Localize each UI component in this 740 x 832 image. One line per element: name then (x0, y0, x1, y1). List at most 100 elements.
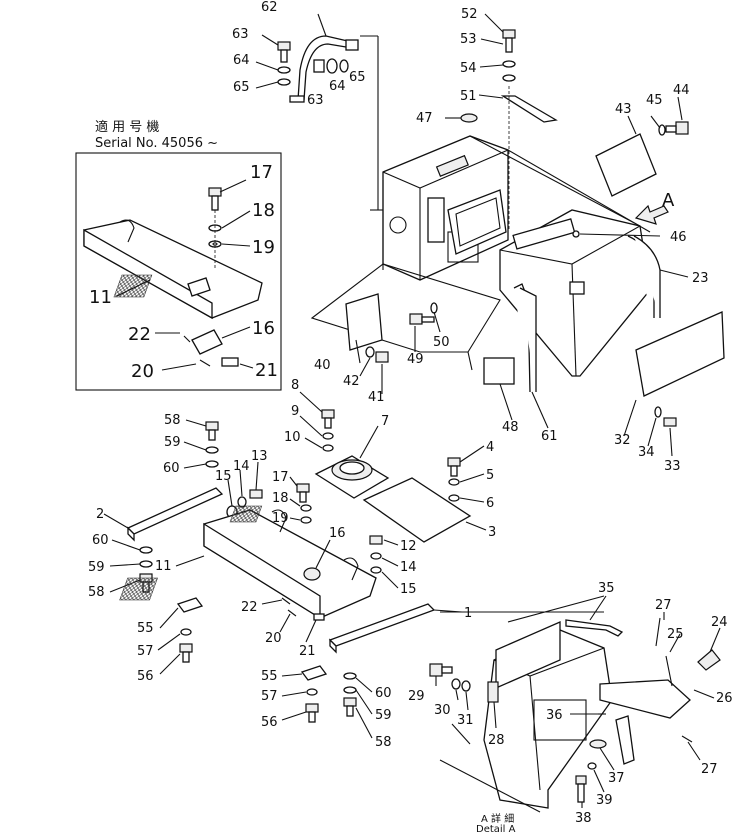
callout-7: 7 (381, 414, 389, 429)
callout-59-c: 59 (375, 708, 392, 723)
callout-63-b: 63 (307, 93, 324, 108)
callout-46: 46 (670, 230, 687, 245)
callout-28: 28 (488, 733, 505, 748)
callout-40: 40 (314, 358, 331, 373)
callout-21-inset: 21 (255, 360, 278, 381)
callout-6: 6 (486, 496, 494, 511)
rod-35 (565, 619, 624, 637)
callout-64-b: 64 (329, 79, 346, 94)
callout-24: 24 (711, 615, 728, 630)
callout-55: 55 (137, 621, 154, 636)
view-a-arrow-icon (634, 204, 669, 225)
callout-65: 65 (233, 80, 250, 95)
callout-65-b: 65 (349, 70, 366, 85)
callout-13: 13 (251, 449, 268, 464)
callout-33: 33 (664, 459, 681, 474)
inset-title-jp: 適 用 号 機 (95, 119, 159, 135)
callout-59-b: 59 (88, 560, 105, 575)
cover-40 (345, 293, 383, 351)
callout-16-inset: 16 (252, 318, 275, 339)
inset-serial: Serial No. 45056 ~ (95, 136, 218, 151)
callout-60-c: 60 (375, 686, 392, 701)
callout-55-b: 55 (261, 669, 278, 684)
detail-label-en: Detail A (476, 824, 516, 832)
callout-58: 58 (164, 413, 181, 428)
cover-43 (595, 133, 657, 197)
callout-53: 53 (460, 32, 477, 47)
callout-14: 14 (233, 459, 250, 474)
callout-8: 8 (291, 378, 299, 393)
callout-49: 49 (407, 352, 424, 367)
callout-63: 63 (232, 27, 249, 42)
callout-47: 47 (416, 111, 433, 126)
callout-11: 11 (155, 559, 172, 574)
callout-12: 12 (400, 539, 417, 554)
plate-48 (483, 357, 515, 385)
callout-50: 50 (433, 335, 450, 350)
callout-9: 9 (291, 404, 299, 419)
callout-39: 39 (596, 793, 613, 808)
callout-59: 59 (164, 435, 181, 450)
callout-56: 56 (137, 669, 154, 684)
callout-18-inset: 18 (252, 200, 275, 221)
callout-38: 38 (575, 811, 592, 826)
callout-43: 43 (615, 102, 632, 117)
floor-plates: 58 59 60 2 15 14 13 60 59 58 (88, 378, 496, 750)
callout-4: 4 (486, 440, 494, 455)
callout-20-inset: 20 (131, 361, 154, 382)
callout-1: 1 (464, 606, 472, 621)
callout-61: 61 (541, 429, 558, 444)
callout-31: 31 (457, 713, 474, 728)
callout-22: 22 (241, 600, 258, 615)
callout-29: 29 (408, 689, 425, 704)
callout-54: 54 (460, 61, 477, 76)
callout-2: 2 (96, 507, 104, 522)
callout-18: 18 (272, 491, 289, 506)
handrail-group: 63 64 65 62 63 64 65 (232, 0, 379, 210)
callout-35: 35 (598, 581, 615, 596)
detail-a: 35 27 25 24 26 27 36 37 38 39 (408, 581, 733, 832)
callout-15-b: 15 (400, 582, 417, 597)
callout-27: 27 (655, 598, 672, 613)
callout-56-b: 56 (261, 715, 278, 730)
callout-57: 57 (137, 644, 154, 659)
callout-37: 37 (608, 771, 625, 786)
callout-52: 52 (461, 7, 478, 22)
callout-30: 30 (434, 703, 451, 718)
callout-51: 51 (460, 89, 477, 104)
callout-19: 19 (272, 511, 289, 526)
callout-20: 20 (265, 631, 282, 646)
callout-60-b: 60 (92, 533, 109, 548)
floor-plate-11 (203, 509, 377, 619)
callout-57-b: 57 (261, 689, 278, 704)
upper-hardware: 52 53 54 51 47 (416, 7, 558, 230)
callout-64: 64 (233, 53, 250, 68)
callout-17: 17 (272, 470, 289, 485)
callout-21: 21 (299, 644, 316, 659)
detail-label-jp: A 詳 細 (481, 812, 514, 825)
callout-32: 32 (614, 433, 631, 448)
cover-32 (635, 311, 725, 397)
callout-44: 44 (673, 83, 690, 98)
callout-3: 3 (488, 525, 496, 540)
callout-48: 48 (502, 420, 519, 435)
callout-27-b: 27 (701, 762, 718, 777)
callout-41: 41 (368, 390, 385, 405)
inset-frame (75, 152, 282, 391)
view-a-label: A (662, 190, 675, 211)
plate-3 (362, 477, 472, 543)
plate-51 (500, 95, 558, 123)
callout-34: 34 (638, 445, 655, 460)
callout-42: 42 (343, 374, 360, 389)
callout-23: 23 (692, 271, 709, 286)
callout-11-inset: 11 (89, 287, 112, 308)
callout-19-inset: 19 (252, 237, 275, 258)
callout-62: 62 (261, 0, 278, 15)
callout-45: 45 (646, 93, 663, 108)
console-housing: 45 44 43 A 46 23 40 42 41 49 50 48 61 32… (310, 83, 725, 474)
callout-25: 25 (667, 627, 684, 642)
angle-1 (328, 603, 436, 647)
callout-36: 36 (546, 708, 563, 723)
callout-5: 5 (486, 468, 494, 483)
